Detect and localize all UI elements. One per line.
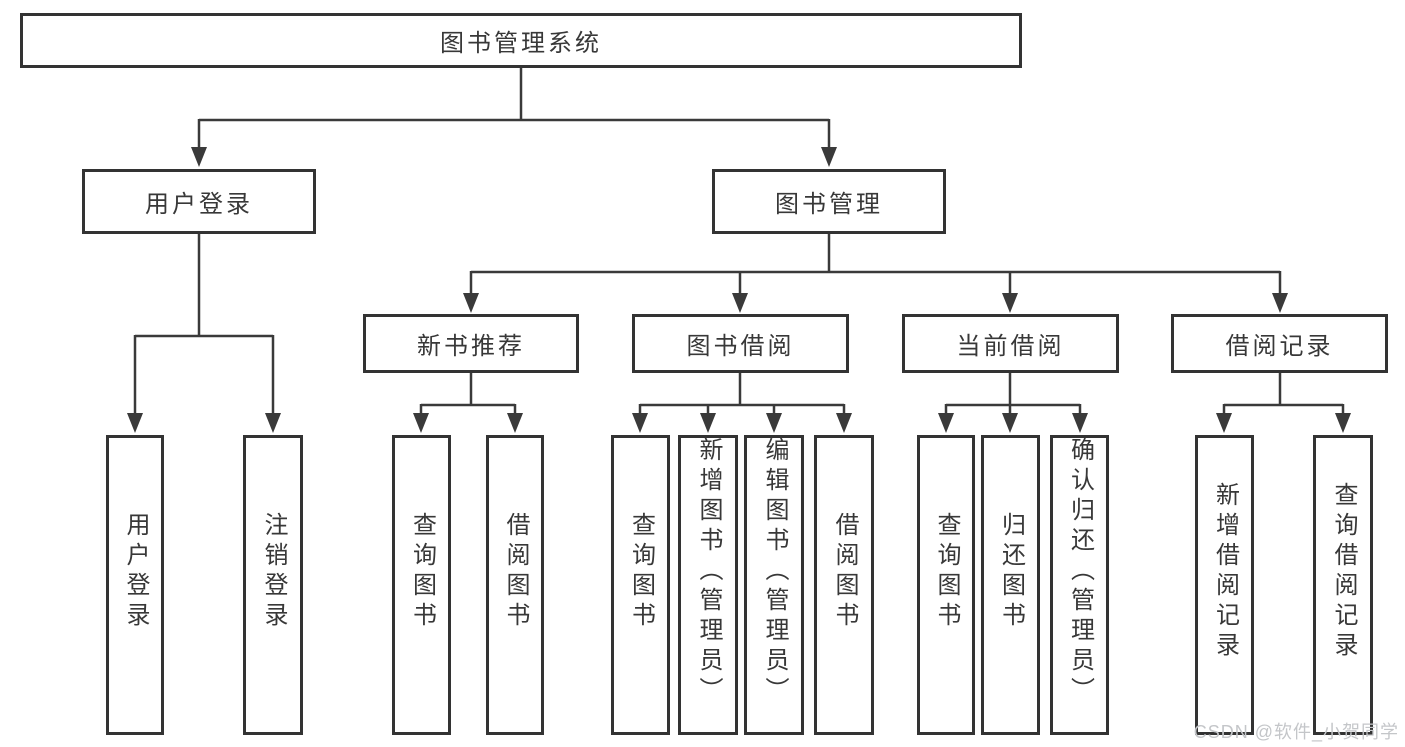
leaf-label: 用户登录 bbox=[122, 512, 149, 632]
leaf-label: 新增图书（管理员） bbox=[695, 437, 722, 707]
node-leaf-cb-confirm-return-admin: 确认归还（管理员） bbox=[1050, 435, 1109, 735]
node-current-borrowing-label: 当前借阅 bbox=[956, 333, 1065, 360]
node-book-borrowing-label: 图书借阅 bbox=[686, 333, 795, 360]
node-new-book-recommend: 新书推荐 bbox=[363, 314, 579, 373]
node-book-management-branch: 图书管理 bbox=[712, 169, 946, 234]
node-leaf-nb-borrow-books: 借阅图书 bbox=[486, 435, 544, 735]
node-leaf-cb-query-books: 查询图书 bbox=[917, 435, 975, 735]
leaf-label: 查询图书 bbox=[408, 512, 436, 632]
node-leaf-bb-query-books: 查询图书 bbox=[611, 435, 670, 735]
node-leaf-nb-query-books: 查询图书 bbox=[392, 435, 451, 735]
leaf-label: 新增借阅记录 bbox=[1211, 482, 1239, 662]
node-leaf-br-query-borrow-record: 查询借阅记录 bbox=[1313, 435, 1373, 735]
leaf-label: 确认归还（管理员） bbox=[1066, 437, 1094, 707]
node-new-book-recommend-label: 新书推荐 bbox=[417, 333, 525, 360]
node-leaf-bb-add-books-admin: 新增图书（管理员） bbox=[678, 435, 738, 735]
leaf-label: 查询借阅记录 bbox=[1330, 482, 1357, 662]
node-current-borrowing: 当前借阅 bbox=[902, 314, 1119, 373]
node-leaf-user-login: 用户登录 bbox=[106, 435, 164, 735]
leaf-label: 查询图书 bbox=[627, 512, 655, 632]
leaf-label: 注销登录 bbox=[260, 512, 287, 632]
node-user-login-label: 用户登录 bbox=[145, 191, 253, 218]
csdn-watermark: CSDN @软件_小贺同学 bbox=[1193, 722, 1399, 742]
node-book-management-label: 图书管理 bbox=[775, 191, 883, 218]
leaf-label: 查询图书 bbox=[933, 512, 960, 632]
leaf-label: 借阅图书 bbox=[502, 512, 529, 632]
node-user-login-branch: 用户登录 bbox=[82, 169, 316, 234]
node-root-label: 图书管理系统 bbox=[440, 30, 602, 57]
node-book-borrowing: 图书借阅 bbox=[632, 314, 849, 373]
leaf-label: 编辑图书（管理员） bbox=[761, 437, 788, 707]
node-leaf-logout: 注销登录 bbox=[243, 435, 303, 735]
arrowhead-icons bbox=[127, 147, 1351, 433]
leaf-label: 归还图书 bbox=[997, 512, 1025, 632]
node-leaf-br-add-borrow-record: 新增借阅记录 bbox=[1195, 435, 1254, 735]
node-leaf-bb-borrow-books: 借阅图书 bbox=[814, 435, 874, 735]
leaf-label: 借阅图书 bbox=[831, 512, 858, 632]
node-leaf-bb-edit-books-admin: 编辑图书（管理员） bbox=[744, 435, 804, 735]
node-borrow-records-label: 借阅记录 bbox=[1225, 333, 1334, 360]
node-borrow-records: 借阅记录 bbox=[1171, 314, 1388, 373]
node-root-system: 图书管理系统 bbox=[20, 13, 1022, 68]
node-leaf-cb-return-books: 归还图书 bbox=[981, 435, 1040, 735]
